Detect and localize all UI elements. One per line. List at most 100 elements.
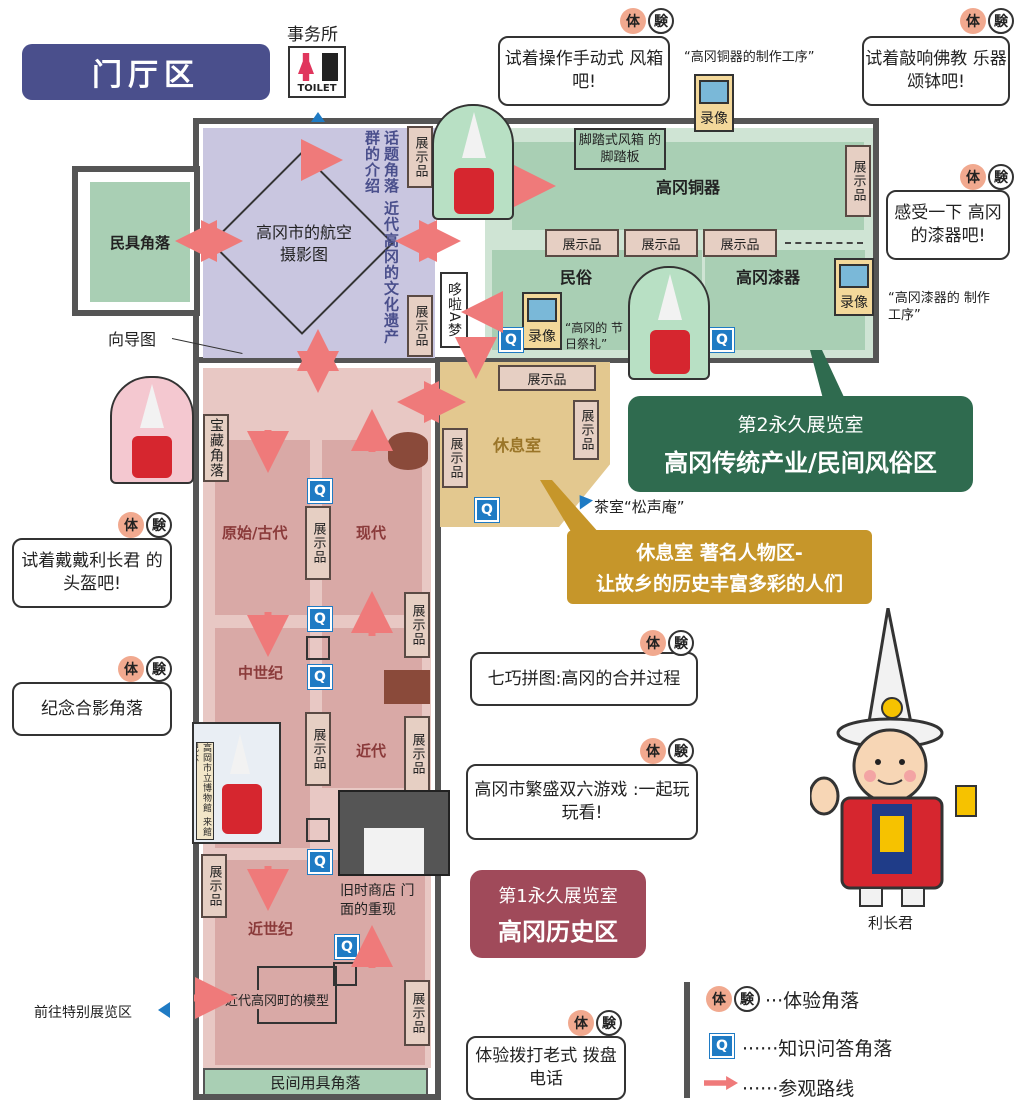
hall2-banner-line1: 第2永久展览室 <box>737 414 864 436</box>
rest-exhibit-left: 展示品 <box>442 428 468 488</box>
taiken-char-a: 体 <box>118 512 144 538</box>
hall1-exhibit-5: 展示品 <box>201 854 227 918</box>
rest-banner-line2: 让故乡的历史丰富多彩的人们 <box>595 573 843 595</box>
taiken-char-a: 体 <box>118 656 144 682</box>
topic-corner-label: 话题角落 近代高冈的文化遗产群的介绍 <box>363 130 400 345</box>
taiken-badge-bell: 体験 <box>960 8 1014 34</box>
taiken-char-a: 体 <box>960 164 986 190</box>
callout-lacquer: 感受一下 高冈的漆器吧! <box>886 190 1010 260</box>
taiken-char-b: 験 <box>734 986 760 1012</box>
lacquer-label: 高冈漆器 <box>736 268 801 287</box>
callout-helmet: 试着戴戴利长君 的头盔吧! <box>12 538 172 608</box>
quiz-icon-hall1-1[interactable]: Q <box>308 479 332 503</box>
hall2-banner-line2: 高冈传统产业/民间风俗区 <box>664 448 937 477</box>
copper-video[interactable]: 录像 <box>694 74 734 132</box>
toilet-male-icon <box>322 53 338 81</box>
festival-video[interactable]: 录像 <box>522 292 562 350</box>
dashed-divider <box>785 242 863 244</box>
video-screen-icon <box>699 80 729 104</box>
legend-taiken-badge: 体験 <box>706 986 760 1012</box>
hall2-exhibit-3: 展示品 <box>703 229 777 257</box>
copperware-area: 高冈铜器 <box>512 142 864 230</box>
shop-front-door <box>364 828 424 874</box>
tea-room-label: 茶室“松声庵” <box>594 498 685 516</box>
recent-label: 近代 <box>356 742 387 760</box>
taiken-badge-phone: 体験 <box>568 1010 622 1036</box>
guide-map-label: 向导图 <box>108 330 157 349</box>
taiken-char-b: 験 <box>668 630 694 656</box>
toilet-label: TOILET <box>297 83 337 94</box>
mascot-hall1-helmet-icon <box>140 384 164 428</box>
taiken-badge-photo: 体験 <box>118 656 172 682</box>
quiz-icon-lacquer[interactable]: Q <box>710 328 734 352</box>
mascot-hall2-helmet-icon <box>658 274 682 320</box>
taiken-char-b: 験 <box>596 1010 622 1036</box>
shop-front-building <box>338 790 450 876</box>
callout-phone: 体验拨打老式 拨盘电话 <box>466 1036 626 1100</box>
lacquer-process-label: “高冈漆器的 制作工序” <box>888 291 990 323</box>
taiken-char-a: 体 <box>960 8 986 34</box>
copper-process-label: “高冈铜器的制作工序” <box>684 50 815 65</box>
taiken-badge-bellows: 体験 <box>620 8 674 34</box>
hall1-banner-line1: 第1永久展览室 <box>498 885 618 907</box>
tangram-table <box>388 432 428 470</box>
legend-bar <box>684 982 690 1098</box>
rest-banner-line1: 休息室 著名人物区- <box>636 542 803 564</box>
taiken-char-a: 体 <box>640 738 666 764</box>
mascot-lobby <box>432 104 514 220</box>
callout-bellows: 试着操作手动式 风箱吧! <box>498 36 670 106</box>
hall1-exhibit-3: 展示品 <box>305 712 331 786</box>
medieval-label: 中世纪 <box>238 664 284 682</box>
taiken-char-b: 験 <box>146 656 172 682</box>
quiz-icon-folk[interactable]: Q <box>499 328 523 352</box>
bottom-folk-label: 民间用具角落 <box>270 1073 361 1092</box>
taiken-char-b: 験 <box>146 512 172 538</box>
aerial-photo-label: 高冈市的航空摄影图 <box>255 223 352 264</box>
mascot-hall1 <box>110 376 194 484</box>
legend-quiz-icon: Q <box>710 1034 734 1058</box>
hall1-exhibit-6: 展示品 <box>404 980 430 1046</box>
taiken-char-a: 体 <box>706 986 732 1012</box>
legend-route: ······参观路线 <box>742 1078 855 1100</box>
taiken-badge-sugoroku: 体験 <box>640 738 694 764</box>
quiz-icon-hall1-4[interactable]: Q <box>308 850 332 874</box>
taiken-char-b: 験 <box>668 738 694 764</box>
legend-quiz: ······知识问答角落 <box>742 1038 893 1060</box>
bottom-folk-strip: 民间用具角落 <box>203 1068 428 1096</box>
taiken-char-a: 体 <box>620 8 646 34</box>
festival-video-label: 录像 <box>528 329 556 345</box>
hall2-banner: 第2永久展览室 高冈传统产业/民间风俗区 <box>628 396 973 492</box>
mascot-hall2 <box>628 266 710 380</box>
small-square-3 <box>333 962 357 986</box>
taiken-char-a: 体 <box>568 1010 594 1036</box>
modern-label: 现代 <box>356 524 387 542</box>
special-exhibit-label[interactable]: 前往特别展览区 <box>34 1005 132 1021</box>
mascot-hall1-body-icon <box>132 436 172 478</box>
taiken-badge-lacquer: 体験 <box>960 164 1014 190</box>
taiken-badge-tangram: 体験 <box>640 630 694 656</box>
hall2-exhibit-1: 展示品 <box>545 229 619 257</box>
taiken-char-b: 験 <box>988 8 1014 34</box>
office-label: 事务所 <box>287 25 338 45</box>
quiz-icon-hall1-3[interactable]: Q <box>308 665 332 689</box>
mascot-lobby-helmet-icon <box>462 112 486 158</box>
photo-corner-banner: 高岡市立博物館 来館記念 <box>196 742 214 840</box>
rest-banner: 休息室 著名人物区- 让故乡的历史丰富多彩的人们 <box>567 530 872 604</box>
hall2-exhibit-right: 展示品 <box>845 145 871 217</box>
toilet-sign: TOILET <box>288 46 346 98</box>
video-screen-icon-2 <box>839 264 869 288</box>
callout-sugoroku: 高冈市繁盛双六游戏 :一起玩玩看! <box>466 764 698 840</box>
toilet-entrance-marker <box>311 112 325 122</box>
hall1-banner-line2: 高冈历史区 <box>498 916 618 946</box>
quiz-icon-hall1-2[interactable]: Q <box>308 607 332 631</box>
pedal-label-box: 脚踏式风箱 的脚踏板 <box>574 128 666 170</box>
mascot-lobby-body-icon <box>454 168 494 214</box>
quiz-icon-rest[interactable]: Q <box>475 498 499 522</box>
video-screen-icon-3 <box>527 298 557 322</box>
character-mascot <box>810 608 977 907</box>
rest-exhibit-top: 展示品 <box>498 365 596 391</box>
lacquer-video[interactable]: 录像 <box>834 258 874 316</box>
pedal-label: 脚踏式风箱 的脚踏板 <box>578 133 662 165</box>
hall2-exhibit-2: 展示品 <box>624 229 698 257</box>
